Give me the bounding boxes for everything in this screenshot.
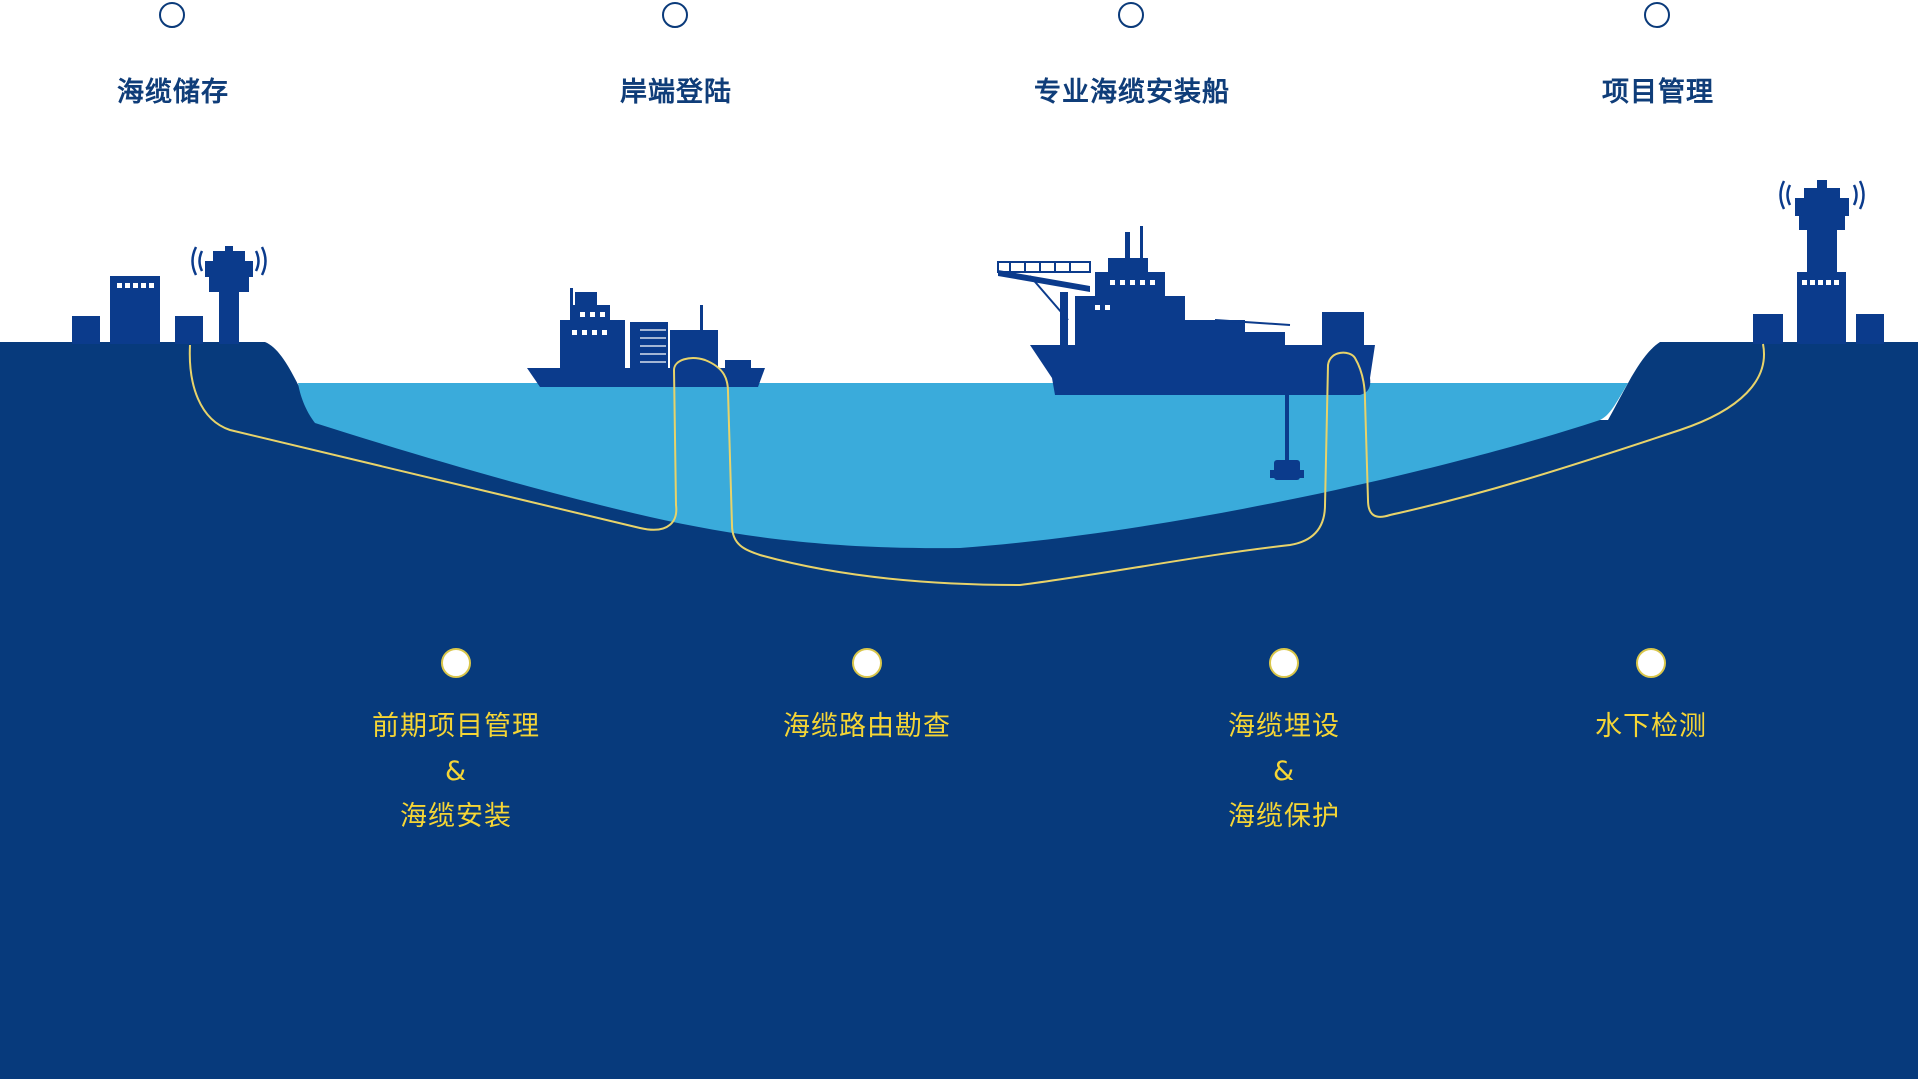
right-tower-windows: [1802, 280, 1839, 285]
building-icon: [1753, 314, 1783, 344]
control-tower-icon: [1795, 180, 1849, 344]
bottom-label-line1: 水下检测: [1595, 711, 1707, 742]
rov-icon: [1270, 460, 1304, 480]
left-building-windows: [117, 283, 154, 288]
seabed-ground: [0, 342, 1918, 1079]
top-marker-dot[interactable]: [159, 2, 185, 28]
bottom-marker-dot[interactable]: [441, 648, 471, 678]
vessel-boom: [997, 261, 1361, 340]
sea-water: [298, 383, 1628, 549]
top-marker-dot[interactable]: [1644, 2, 1670, 28]
building-icon: [1856, 314, 1884, 344]
bottom-marker-dot[interactable]: [1636, 648, 1666, 678]
top-marker-dot[interactable]: [662, 2, 688, 28]
cargo-container-lines: [640, 329, 666, 363]
bottom-marker-dot[interactable]: [852, 648, 882, 678]
cargo-ship-windows: [572, 312, 607, 335]
bottom-label: 海缆埋设 & 海缆保护: [1084, 704, 1484, 839]
bottom-label: 海缆路由勘查: [667, 704, 1067, 749]
vessel-windows: [1095, 280, 1155, 310]
right-buildings: [1753, 314, 1884, 344]
top-label: 岸端登陆: [620, 77, 732, 108]
top-label: 项目管理: [1602, 77, 1714, 108]
control-tower-icon: [205, 246, 253, 344]
signal-waves-icon: [191, 246, 267, 276]
cable-laying-vessel-icon: [998, 226, 1375, 395]
top-marker-dot[interactable]: [1118, 2, 1144, 28]
subsea-cable: [188, 343, 1765, 587]
bottom-label-line3: 海缆保护: [1228, 801, 1340, 832]
bottom-label-line1: 海缆埋设: [1228, 711, 1340, 742]
signal-waves-icon: [1779, 180, 1865, 210]
bottom-label: 水下检测: [1451, 704, 1851, 749]
top-label: 专业海缆安装船: [1034, 77, 1230, 108]
bottom-label-line1: 前期项目管理: [372, 711, 540, 742]
bottom-label: 前期项目管理 & 海缆安装: [256, 704, 656, 839]
building-icon: [175, 316, 203, 344]
bottom-label-line1: 海缆路由勘查: [783, 711, 951, 742]
building-icon: [72, 316, 100, 344]
bottom-label-line3: 海缆安装: [400, 801, 512, 832]
top-label: 海缆储存: [117, 77, 229, 108]
bottom-label-line2: &: [1272, 756, 1296, 787]
bottom-marker-dot[interactable]: [1269, 648, 1299, 678]
bottom-label-line2: &: [444, 756, 468, 787]
